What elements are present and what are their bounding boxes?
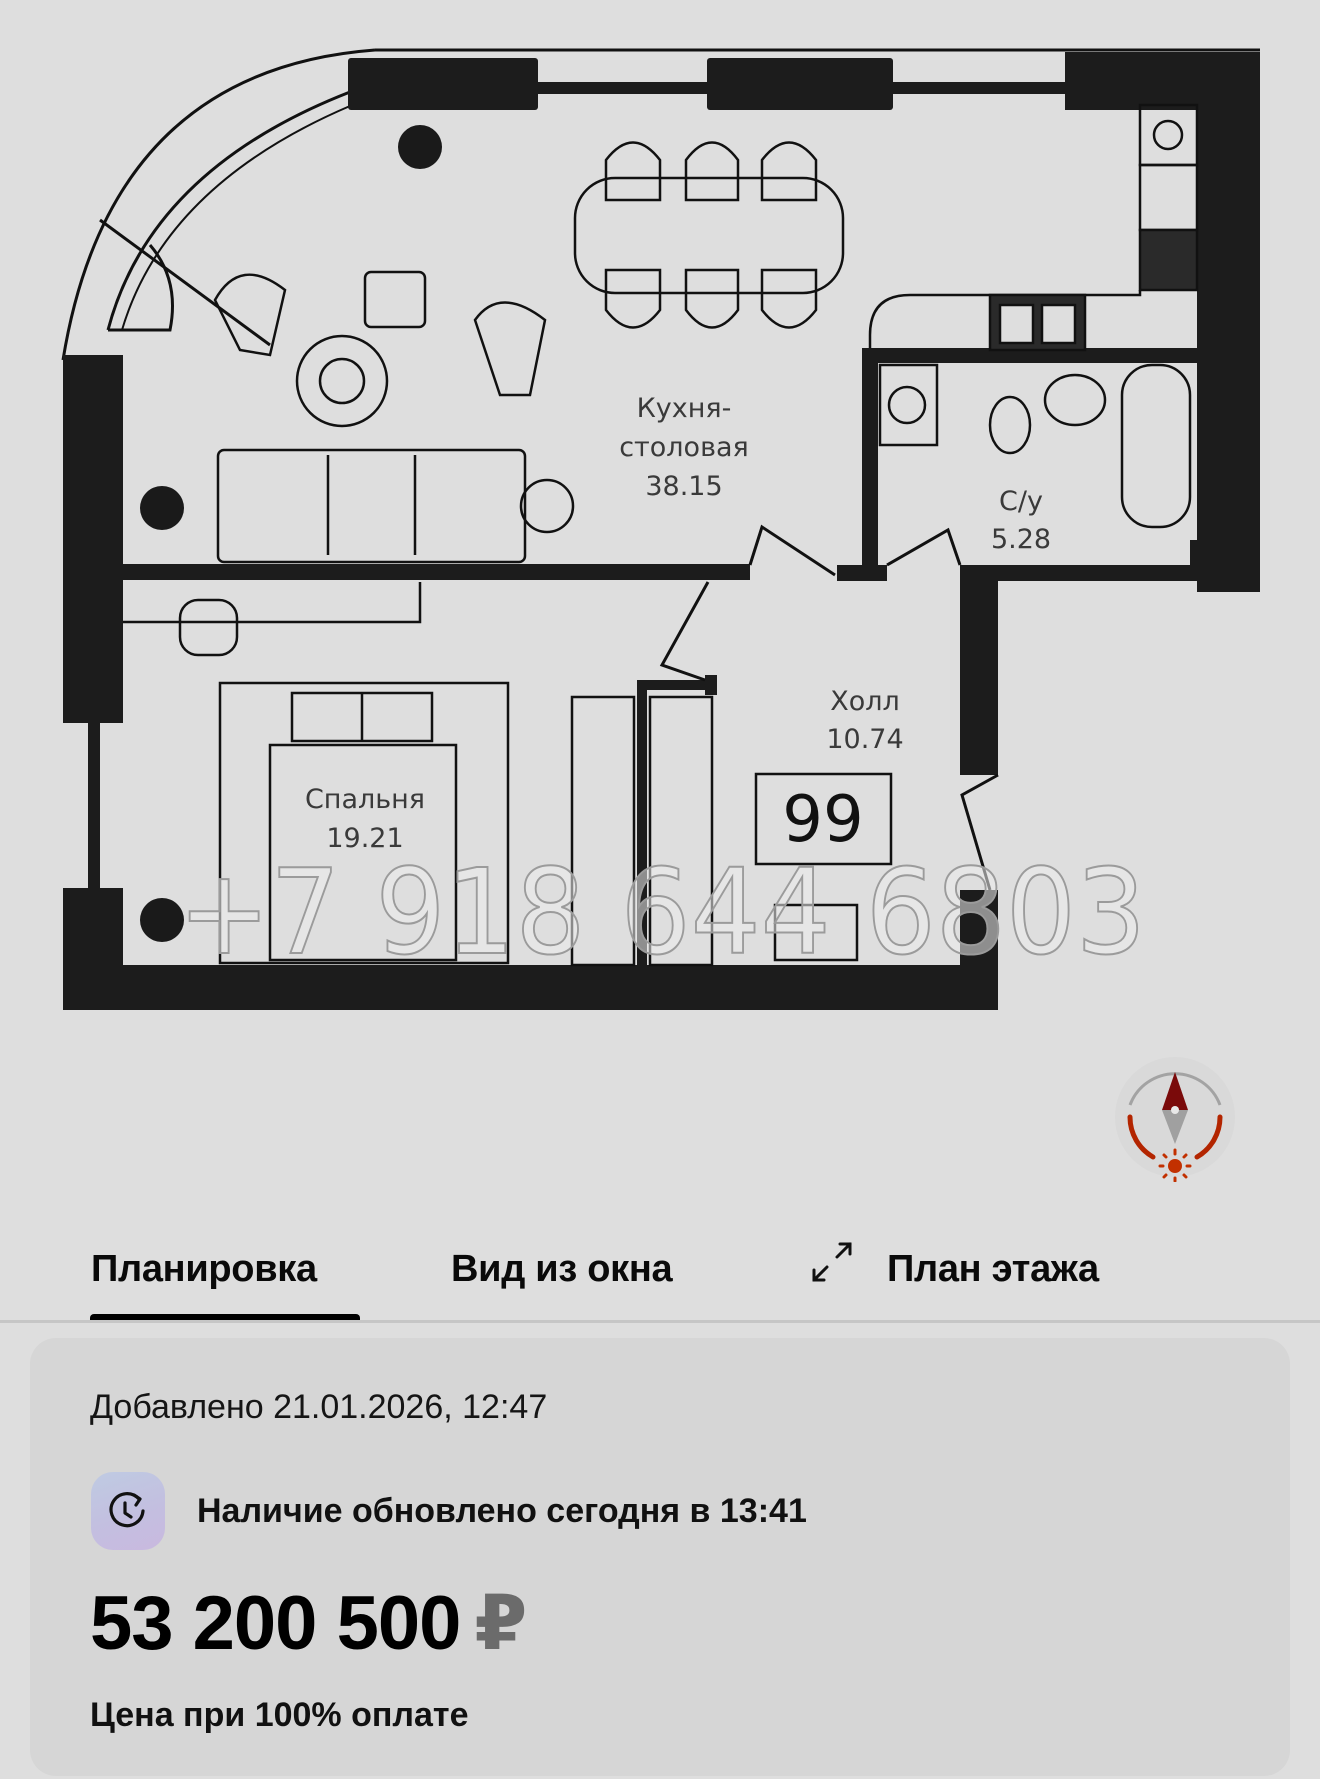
- walls: [63, 52, 1260, 1010]
- currency-symbol: ₽: [474, 1581, 527, 1666]
- availability-status: Наличие обновлено сегодня в 13:41: [197, 1491, 807, 1530]
- kitchen-label: Кухня-: [637, 393, 732, 424]
- price-note: Цена при 100% оплате: [90, 1696, 469, 1734]
- listing-info-card: Добавлено 21.01.2026, 12:47 Наличие обно…: [30, 1338, 1290, 1776]
- bathroom-label: С/у: [999, 486, 1043, 517]
- price-value: 53 200 500: [90, 1581, 461, 1666]
- clock-refresh-icon: [91, 1472, 165, 1550]
- added-date: Добавлено 21.01.2026, 12:47: [90, 1388, 548, 1426]
- tabs-divider: [0, 1320, 1320, 1323]
- phone-watermark: +7 918 644 6803: [178, 843, 1146, 981]
- active-tab-indicator: [90, 1314, 360, 1322]
- price: 53 200 500₽: [90, 1578, 527, 1667]
- hall-area: 10.74: [826, 724, 903, 755]
- apartment-number: 99: [782, 783, 863, 857]
- bedroom-area: 19.21: [326, 823, 403, 854]
- expand-icon[interactable]: [810, 1240, 854, 1284]
- bedroom-label: Спальня: [305, 784, 425, 815]
- bathroom-area: 5.28: [991, 524, 1051, 555]
- tab-layout[interactable]: Планировка: [91, 1248, 317, 1290]
- kitchen-area: 38.15: [645, 471, 722, 502]
- floor-plan[interactable]: Кухня- столовая 38.15 С/у 5.28 Холл 10.7…: [0, 0, 1320, 1010]
- tab-window-view[interactable]: Вид из окна: [451, 1248, 673, 1290]
- compass-sun-icon: [1115, 1057, 1235, 1182]
- kitchen-label-line2: столовая: [619, 432, 749, 463]
- availability-row: Наличие обновлено сегодня в 13:41: [91, 1471, 807, 1551]
- view-tabs: Планировка Вид из окна План этажа: [0, 1230, 1320, 1324]
- hall-label: Холл: [830, 686, 900, 717]
- tab-floor-plan[interactable]: План этажа: [887, 1248, 1099, 1290]
